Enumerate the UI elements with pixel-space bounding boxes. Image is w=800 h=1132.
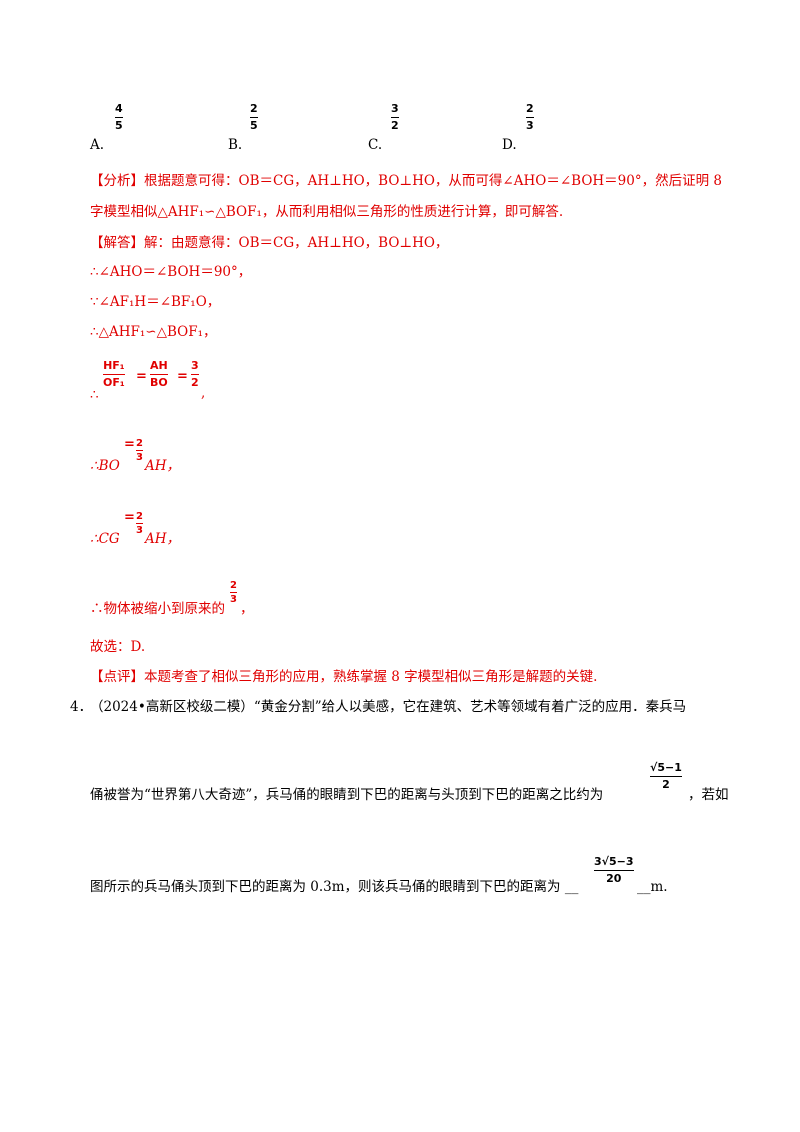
solution-tag: 【解答】 xyxy=(90,235,144,251)
option-b-numerator: 2 xyxy=(250,102,258,115)
option-d-numerator: 2 xyxy=(526,102,534,115)
solution-text-1: 解：由题意得：OB＝CG，AH⊥HO，BO⊥HO， xyxy=(144,235,449,251)
ratio-fraction-2: AH BO xyxy=(150,360,168,389)
cg-numerator: 2 xyxy=(136,511,143,522)
analysis-text-1: 根据题意可得：OB＝CG，AH⊥HO，BO⊥HO，从而可得∠AHO＝∠BOH＝9… xyxy=(144,173,722,189)
solution-line-1: 【解答】解：由题意得：OB＝CG，AH⊥HO，BO⊥HO， xyxy=(90,234,448,252)
bo-numerator: 2 xyxy=(136,438,143,449)
cg-eq: = xyxy=(124,510,135,525)
bo-suffix: AH， xyxy=(145,458,181,474)
option-d-denominator: 3 xyxy=(526,119,534,132)
shrink-text: ∴物体被缩小到原来的 xyxy=(90,601,225,617)
choice-line: 故选：D. xyxy=(90,639,146,655)
option-b-denominator: 5 xyxy=(250,119,258,132)
ratio-f2-numerator: AH xyxy=(150,359,168,372)
cg-suffix: AH， xyxy=(145,531,181,547)
option-d-label: D. xyxy=(502,137,517,153)
solution-line-2: ∴∠AHO＝∠BOH＝90°， xyxy=(90,264,252,280)
cg-prefix: ∴CG xyxy=(90,531,120,547)
shrink-suffix: ， xyxy=(240,601,254,617)
cg-denominator: 3 xyxy=(136,525,143,536)
shrink-denominator: 3 xyxy=(230,594,237,605)
shrink-numerator: 2 xyxy=(230,580,237,591)
solution-line-4: ∴△AHF₁∽△BOF₁， xyxy=(90,324,217,340)
analysis-line-2: 字模型相似△AHF₁∽△BOF₁，从而利用相似三角形的性质进行计算，即可解答. xyxy=(90,204,564,220)
comment-line: 【点评】本题考查了相似三角形的应用，熟练掌握 8 字模型相似三角形是解题的关键. xyxy=(90,668,597,686)
bo-prefix: ∴BO xyxy=(90,458,120,474)
golden-ratio-fraction: √5−1 2 xyxy=(650,762,682,791)
option-a-label: A. xyxy=(90,137,105,153)
option-a-numerator: 4 xyxy=(115,102,123,115)
comment-text: 本题考查了相似三角形的应用，熟练掌握 8 字模型相似三角形是解题的关键. xyxy=(144,669,598,685)
question-4-number: 4． xyxy=(70,699,93,715)
option-a-denominator: 5 xyxy=(115,119,123,132)
answer-denominator: 20 xyxy=(606,872,622,885)
ratio-f3-denominator: 2 xyxy=(191,376,199,389)
ratio-eq-2: = xyxy=(177,369,188,384)
question-4-line-3-post: __m. xyxy=(637,879,668,895)
answer-numerator: 3√5−3 xyxy=(594,855,634,868)
option-c-denominator: 2 xyxy=(391,119,399,132)
golden-ratio-denominator: 2 xyxy=(662,778,670,791)
question-4-line-2-pre: 俑被誉为“世界第八大奇迹”，兵马俑的眼睛到下巴的距离与头顶到下巴的距离之比约为 xyxy=(90,787,604,803)
bo-denominator: 3 xyxy=(136,452,143,463)
ratio-fraction-1: HF₁ OF₁ xyxy=(103,360,125,389)
option-b-label: B. xyxy=(228,137,243,153)
answer-fraction: 3√5−3 20 xyxy=(594,856,634,885)
question-4-line-2-post: ，若如 xyxy=(688,787,729,803)
ratio-suffix: , xyxy=(201,385,206,401)
ratio-f2-denominator: BO xyxy=(150,376,168,389)
option-c-label: C. xyxy=(368,137,383,153)
option-c-numerator: 3 xyxy=(391,102,399,115)
ratio-eq-1: = xyxy=(136,369,147,384)
ratio-prefix: ∴ xyxy=(90,387,99,403)
question-4-line-3-pre: 图所示的兵马俑头顶到下巴的距离为 0.3m，则该兵马俑的眼睛到下巴的距离为 __ xyxy=(90,879,579,895)
ratio-f1-numerator: HF₁ xyxy=(103,359,125,372)
analysis-line-1: 【分析】根据题意可得：OB＝CG，AH⊥HO，BO⊥HO，从而可得∠AHO＝∠B… xyxy=(90,172,722,190)
comment-tag: 【点评】 xyxy=(90,669,144,685)
bo-eq: = xyxy=(124,437,135,452)
question-4-line-1: （2024•高新区校级二模）“黄金分割”给人以美感，它在建筑、艺术等领域有着广泛… xyxy=(90,699,687,715)
solution-line-3: ∵∠AF₁H＝∠BF₁O， xyxy=(90,294,221,310)
ratio-f3-numerator: 3 xyxy=(191,359,199,372)
analysis-tag: 【分析】 xyxy=(90,173,144,189)
ratio-f1-denominator: OF₁ xyxy=(103,376,125,389)
golden-ratio-numerator: √5−1 xyxy=(650,761,682,774)
